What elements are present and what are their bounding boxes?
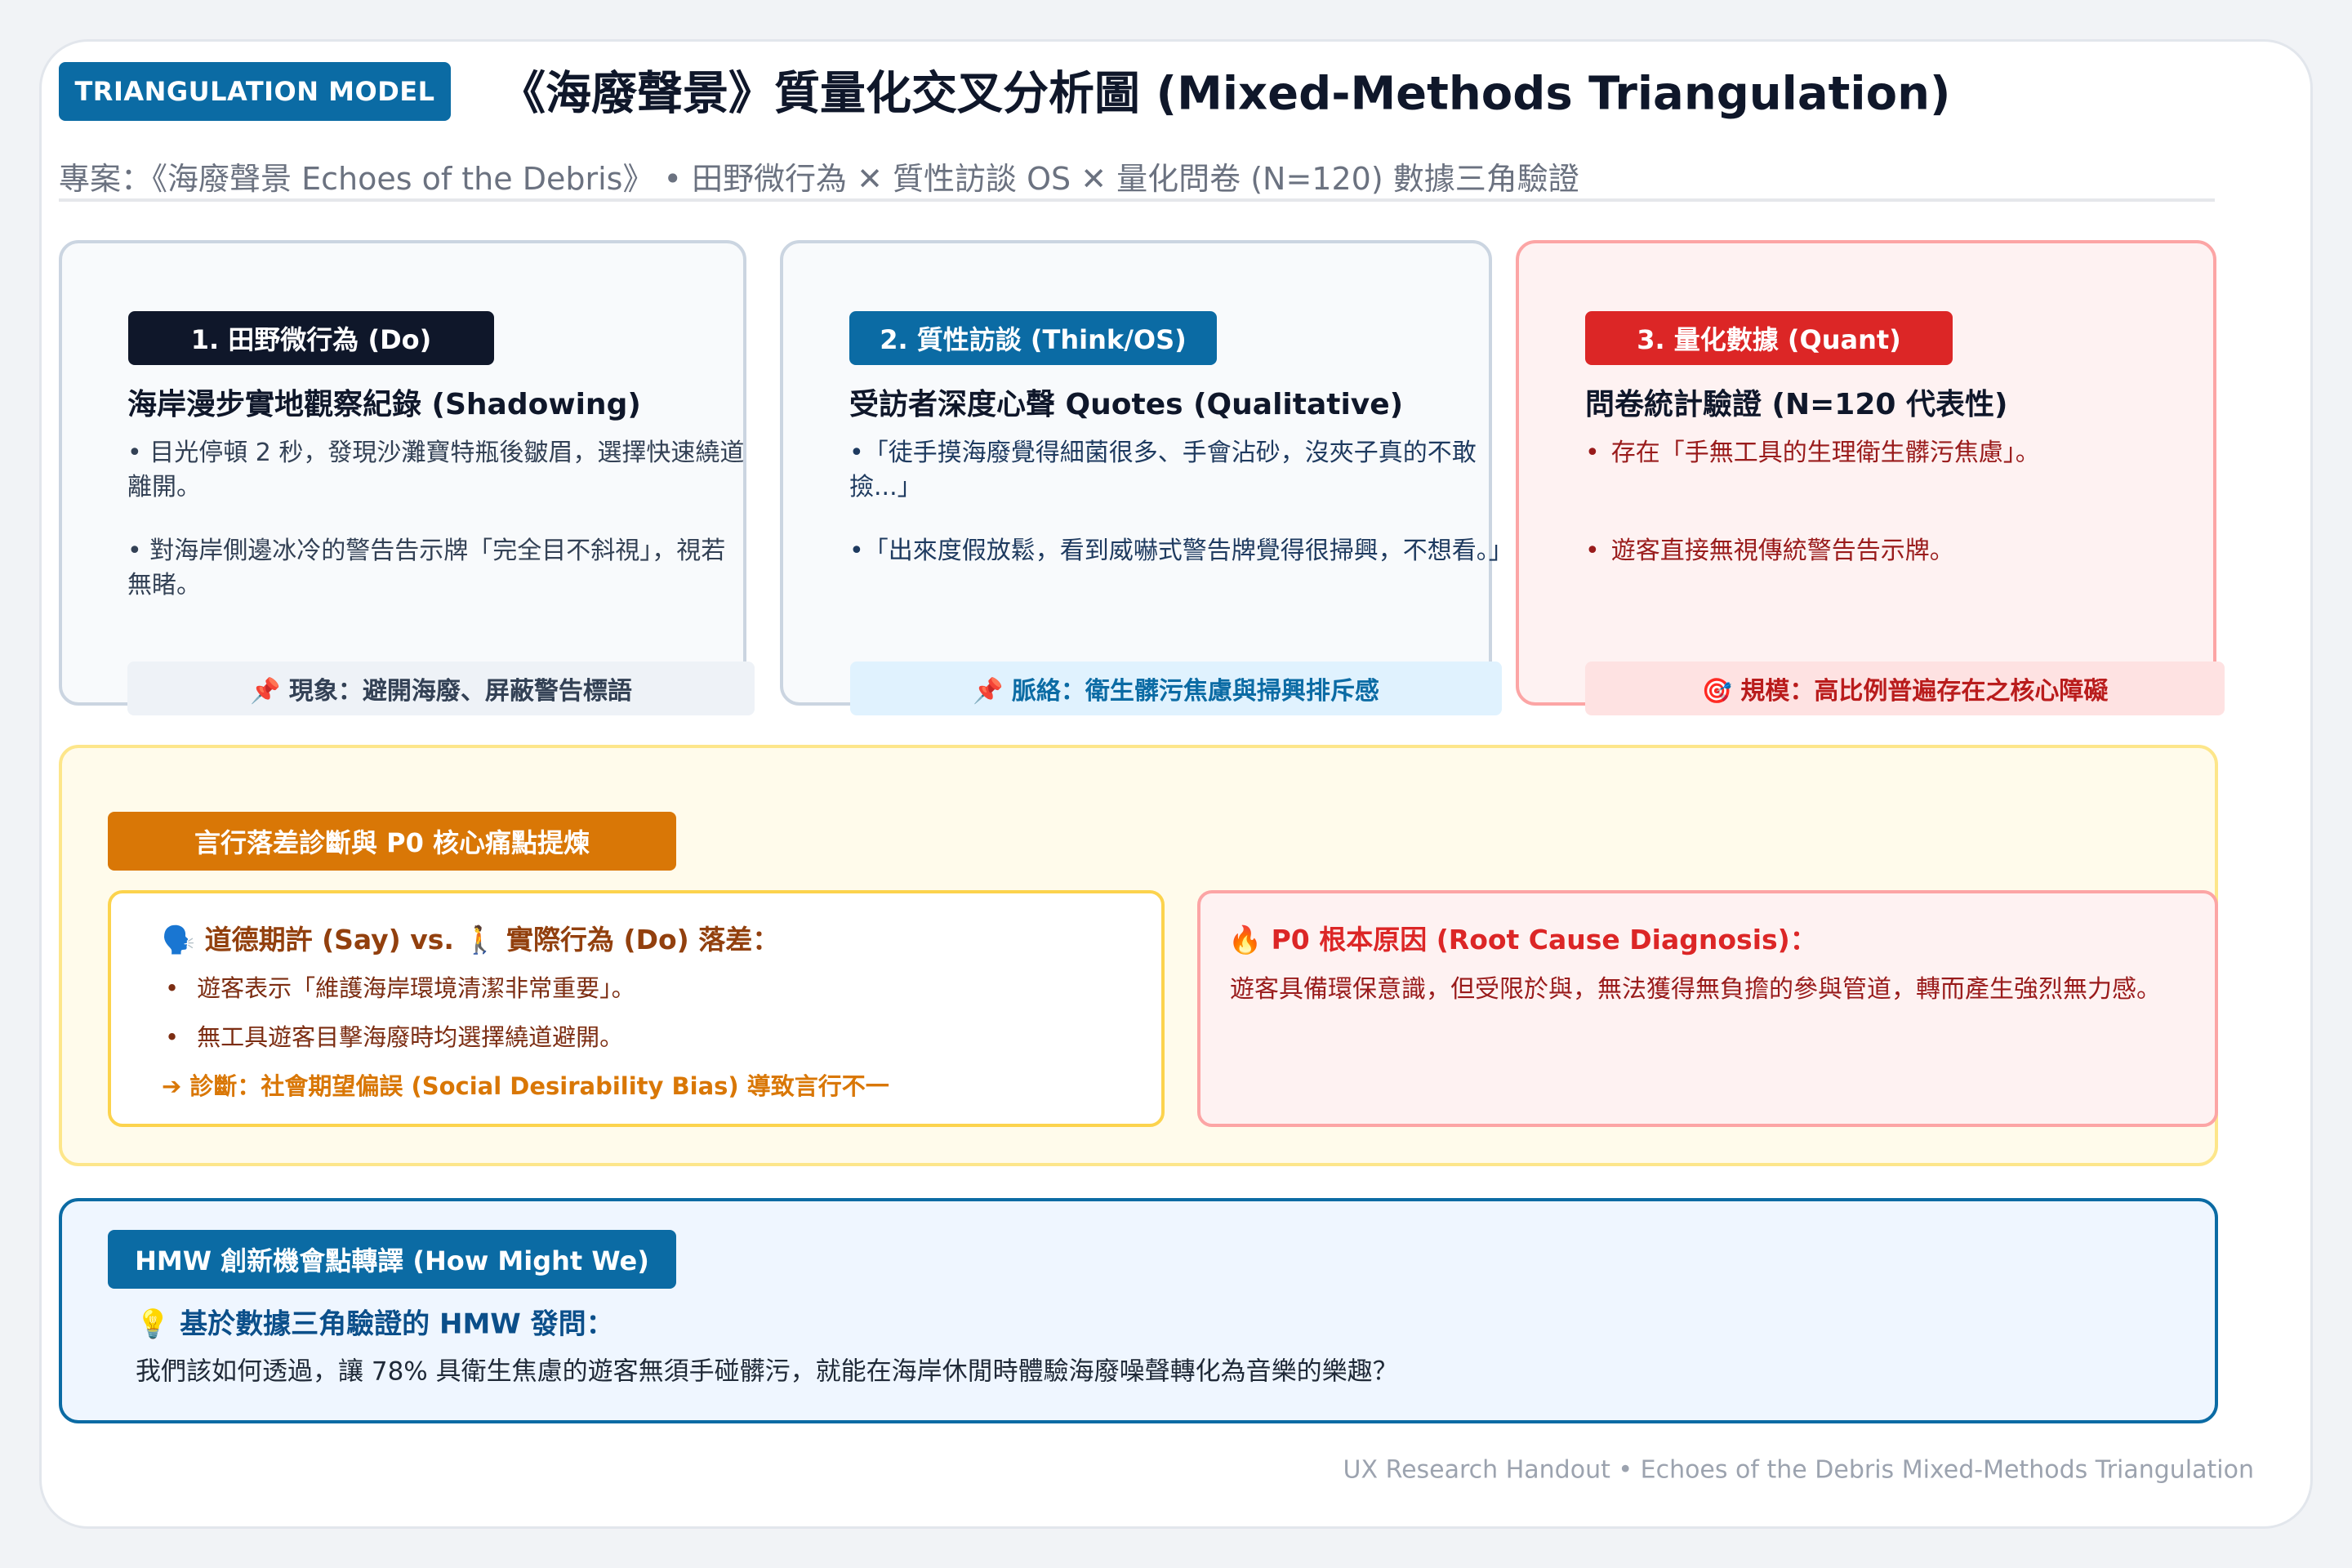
- quantitative-bullet-2: • 遊客直接無視傳統警告告示牌。: [1585, 534, 2189, 568]
- field-behavior-bullet-2: • 對海岸側邊冰冷的警告告示牌「完全目不斜視」，視若無睹。: [127, 537, 726, 599]
- qualitative-interview-title: 受訪者深度心聲 Quotes (Qualitative): [849, 388, 1404, 421]
- qualitative-quote-2: •「出來度假放鬆，看到威嚇式警告牌覺得很掃興，不想看。」: [849, 537, 1513, 565]
- bullet-dot: •: [1585, 439, 1600, 467]
- quantitative-footnote: 🎯 規模：高比例普遍存在之核心障礙: [1585, 662, 2225, 715]
- quantitative-data-title: 問卷統計驗證 (N=120 代表性): [1585, 388, 2008, 421]
- hmw-label: HMW 創新機會點轉譯 (How Might We): [108, 1230, 676, 1289]
- do-bullet-text: 無工具遊客目擊海廢時均選擇繞道避開。: [197, 1023, 624, 1051]
- say-vs-do-heading: 🗣️ 道德期許 (Say) vs. 🚶 實際行為 (Do) 落差：: [162, 924, 780, 956]
- field-behavior-label: 1. 田野微行為 (Do): [128, 311, 494, 365]
- root-cause-text: 遊客具備環保意識，但受限於與，無法獲得無負擔的參與管道，轉而產生強烈無力感。: [1230, 975, 2161, 1004]
- say-vs-do-box: [108, 890, 1165, 1127]
- quantitative-bullet-1-text: 存在「手無工具的生理衛生髒污焦慮」。: [1610, 439, 2040, 467]
- header-divider: [59, 198, 2215, 202]
- qualitative-quote-1: •「徒手摸海廢覺得細菌很多、手會沾砂，沒夾子真的不敢撿...」: [849, 439, 1477, 501]
- page-subtitle: 專案：《海廢聲景 Echoes of the Debris》 • 田野微行為 ✕…: [59, 161, 1579, 197]
- gap-diagnosis-label: 言行落差診斷與 P0 核心痛點提煉: [108, 812, 676, 871]
- bullet-dot: •: [1585, 537, 1600, 565]
- hmw-heading: 💡 基於數據三角驗證的 HMW 發問：: [136, 1307, 614, 1341]
- quantitative-bullet-2-text: 遊客直接無視傳統警告告示牌。: [1610, 537, 1954, 565]
- qualitative-footnote: 📌 脈絡：衛生髒污焦慮與掃興排斥感: [850, 662, 1502, 715]
- bias-diagnosis: ➔ 診斷：社會期望偏誤 (Social Desirability Bias) 導…: [162, 1072, 889, 1100]
- root-cause-box: [1197, 890, 2218, 1127]
- bullet-dot: •: [165, 1023, 180, 1051]
- quantitative-bullet-1: • 存在「手無工具的生理衛生髒污焦慮」。: [1585, 436, 2189, 470]
- qualitative-interview-label: 2. 質性訪談 (Think/OS): [849, 311, 1217, 365]
- say-bullet-text: 遊客表示「維護海岸環境清潔非常重要」。: [197, 974, 635, 1002]
- field-behavior-title: 海岸漫步實地觀察紀錄 (Shadowing): [127, 388, 641, 421]
- root-cause-heading: 🔥 P0 根本原因 (Root Cause Diagnosis)：: [1228, 924, 1817, 956]
- say-bullet: • 遊客表示「維護海岸環境清潔非常重要」。: [165, 969, 635, 1004]
- hmw-question: 我們該如何透過，讓 78% 具衛生焦慮的遊客無須手碰髒污，就能在海岸休閒時體驗海…: [136, 1356, 1398, 1387]
- triangulation-model-badge: TRIANGULATION MODEL: [59, 62, 451, 121]
- do-bullet: • 無工具遊客目擊海廢時均選擇繞道避開。: [165, 1018, 623, 1053]
- page-title: 《海廢聲景》質量化交叉分析圖 (Mixed-Methods Triangulat…: [500, 67, 1951, 121]
- field-behavior-bullet-1: • 目光停頓 2 秒，發現沙灘寶特瓶後皺眉，選擇快速繞道離開。: [127, 439, 745, 501]
- quantitative-data-label: 3. 量化數據 (Quant): [1585, 311, 1953, 365]
- handout-footer: UX Research Handout • Echoes of the Debr…: [1343, 1455, 2254, 1485]
- quantitative-data-card: [1516, 240, 2216, 706]
- field-behavior-footnote: 📌 現象：避開海廢、屏蔽警告標語: [127, 662, 755, 715]
- bullet-dot: •: [165, 974, 180, 1002]
